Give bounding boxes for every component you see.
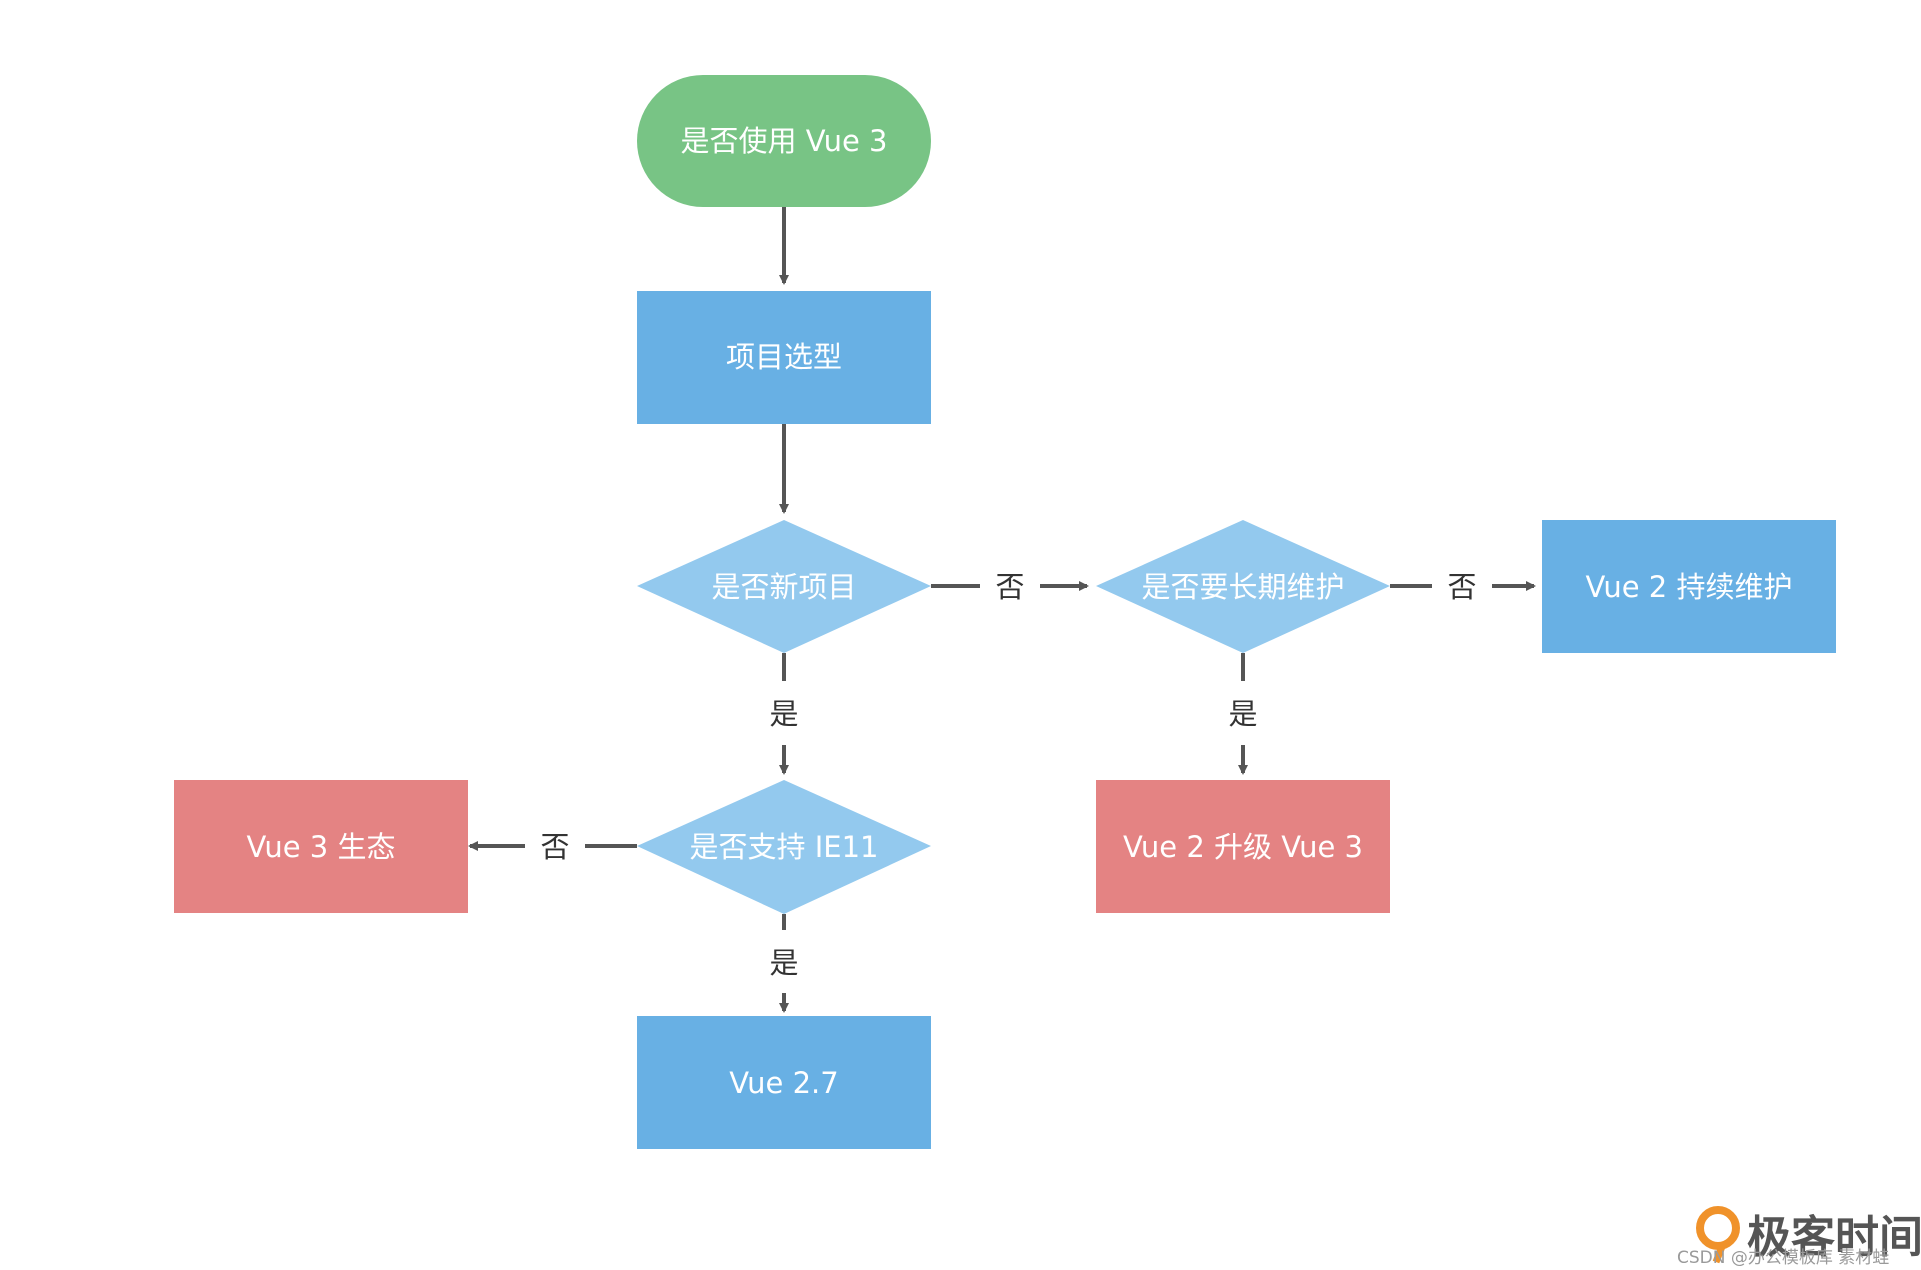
node-selection[interactable]: 项目选型 (637, 291, 931, 424)
start-terminal-shape (637, 75, 931, 207)
vue2-maintain-label: Vue 2 持续维护 (1586, 570, 1793, 604)
selection-process-shape (637, 291, 931, 424)
node-vue27[interactable]: Vue 2.7 (637, 1016, 931, 1149)
node-vue3-ecosystem[interactable]: Vue 3 生态 (174, 780, 468, 913)
brand-logo-tail (1712, 1242, 1727, 1264)
node-vue2-upgrade[interactable]: Vue 2 升级 Vue 3 (1096, 780, 1390, 913)
vue27-label: Vue 2.7 (729, 1066, 838, 1100)
selection-label: 项目选型 (726, 340, 842, 374)
vue2-maintain-process-shape (1542, 520, 1836, 653)
support-ie11-label: 是否支持 IE11 (690, 830, 879, 864)
start-label: 是否使用 Vue 3 (681, 124, 888, 158)
watermark-brand: 极客时间 (1747, 1212, 1921, 1263)
edge-label-ie11-yes: 是 (769, 946, 798, 980)
edge-label-ie11-no: 否 (540, 830, 569, 864)
edge-label-long-term-no: 否 (1447, 570, 1476, 604)
edge-label-long-term-yes: 是 (1228, 697, 1257, 731)
new-project-decision-shape (637, 520, 931, 653)
watermark-credit: CSDN @办公模板库 素材蛙 (1677, 1248, 1889, 1268)
long-term-decision-shape (1096, 520, 1390, 653)
vue2-upgrade-process-shape (1096, 780, 1390, 913)
edge-label-new-project-yes: 是 (769, 697, 798, 731)
new-project-label: 是否新项目 (711, 570, 856, 604)
vue2-upgrade-label: Vue 2 升级 Vue 3 (1123, 830, 1363, 864)
node-vue2-maintain[interactable]: Vue 2 持续维护 (1542, 520, 1836, 653)
vue3-ecosystem-label: Vue 3 生态 (247, 830, 396, 864)
node-long-term[interactable]: 是否要长期维护 (1096, 520, 1390, 653)
edge-label-new-project-no: 否 (995, 570, 1024, 604)
node-start[interactable]: 是否使用 Vue 3 (637, 75, 931, 207)
brand-logo-icon (1696, 1206, 1740, 1250)
vue27-process-shape (637, 1016, 931, 1149)
support-ie11-decision-shape (637, 780, 931, 914)
node-new-project[interactable]: 是否新项目 (637, 520, 931, 653)
node-support-ie11[interactable]: 是否支持 IE11 (637, 780, 931, 914)
watermark: 极客时间 CSDN @办公模板库 素材蛙 (1677, 1206, 1921, 1268)
vue3-ecosystem-process-shape (174, 780, 468, 913)
long-term-label: 是否要长期维护 (1141, 570, 1344, 604)
